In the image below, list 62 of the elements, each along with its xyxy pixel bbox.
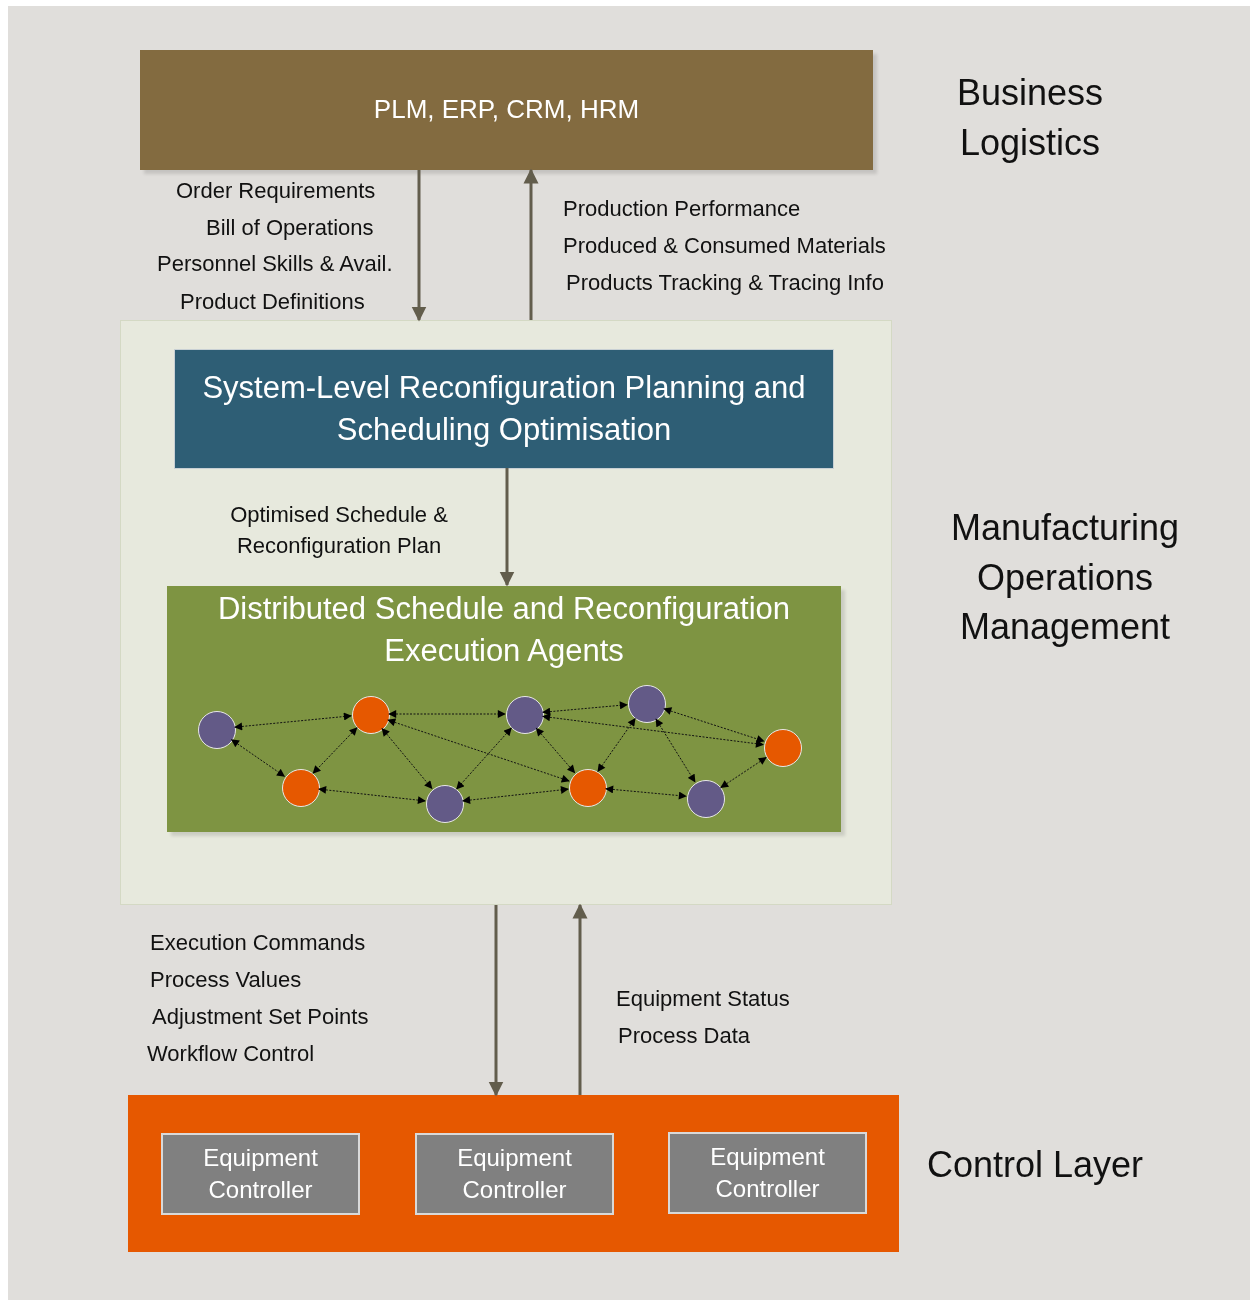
process-box (140, 50, 873, 170)
agent-link (655, 718, 696, 783)
flow-label: Order Requirements (176, 177, 377, 205)
agent-link (542, 713, 764, 748)
arrow (523, 168, 539, 320)
agent-link (542, 701, 628, 716)
arrow (411, 170, 427, 322)
flow-label: Equipment Status (616, 985, 791, 1013)
agent-link (231, 739, 285, 777)
flow-label: Production Performance (563, 195, 802, 223)
agent-circle (198, 711, 236, 749)
agent-link (381, 728, 433, 789)
flow-label: Workflow Control (147, 1040, 316, 1068)
layer-panel (120, 320, 892, 905)
agent-circle (426, 785, 464, 823)
box-text: Equipment Controller (456, 1142, 573, 1205)
agent-circle (282, 769, 320, 807)
controller-box (415, 1133, 614, 1215)
flow-label: Product Definitions (180, 288, 366, 316)
agent-link (312, 727, 358, 774)
agent-link (234, 712, 352, 731)
agent-link (462, 785, 569, 805)
agent-link (535, 727, 576, 774)
agent-link (605, 785, 687, 800)
layer-panel (128, 1095, 899, 1252)
flow-label: Execution Commands (150, 929, 367, 957)
arrow (572, 903, 588, 1095)
process-box (167, 586, 841, 832)
flow-label: Process Data (618, 1022, 752, 1050)
flow-label: Produced & Consumed Materials (563, 232, 887, 260)
layer-label: Control Layer (925, 1143, 1145, 1187)
box-text: System-Level Reconfiguration Planning and Scheduling Optimisation (201, 369, 807, 449)
layer-label: Manufacturing Operations Management (949, 506, 1181, 650)
flow-label: Process Values (150, 966, 303, 994)
arrow (488, 905, 504, 1097)
agent-circle (764, 729, 802, 767)
box-text: Equipment Controller (202, 1142, 319, 1205)
box-text: Distributed Schedule and Reconfiguration Execution Agents (216, 590, 792, 670)
agent-circle (506, 696, 544, 734)
agent-circle (687, 780, 725, 818)
agent-link (318, 785, 426, 805)
layer-label: Business Logistics (955, 71, 1105, 165)
agent-circle (569, 769, 607, 807)
agent-link (720, 757, 767, 788)
agent-link (597, 717, 636, 773)
agent-link (388, 710, 506, 718)
agent-link (663, 707, 765, 743)
box-text: PLM, ERP, CRM, HRM (372, 93, 641, 127)
controller-box (161, 1133, 360, 1215)
flow-label: Bill of Operations (206, 214, 375, 242)
agent-circle (628, 685, 666, 723)
flow-label: Optimised Schedule & Reconfiguration Plan (229, 501, 449, 560)
flow-label: Adjustment Set Points (152, 1003, 370, 1031)
agent-link (387, 718, 570, 783)
process-box (174, 349, 834, 469)
flow-label: Personnel Skills & Avail. (157, 250, 394, 278)
agent-link (456, 727, 512, 790)
agent-circle (352, 696, 390, 734)
box-text: Equipment Controller (709, 1141, 826, 1204)
controller-box (668, 1132, 867, 1214)
arrow (499, 468, 515, 587)
flow-label: Products Tracking & Tracing Info (566, 269, 885, 297)
